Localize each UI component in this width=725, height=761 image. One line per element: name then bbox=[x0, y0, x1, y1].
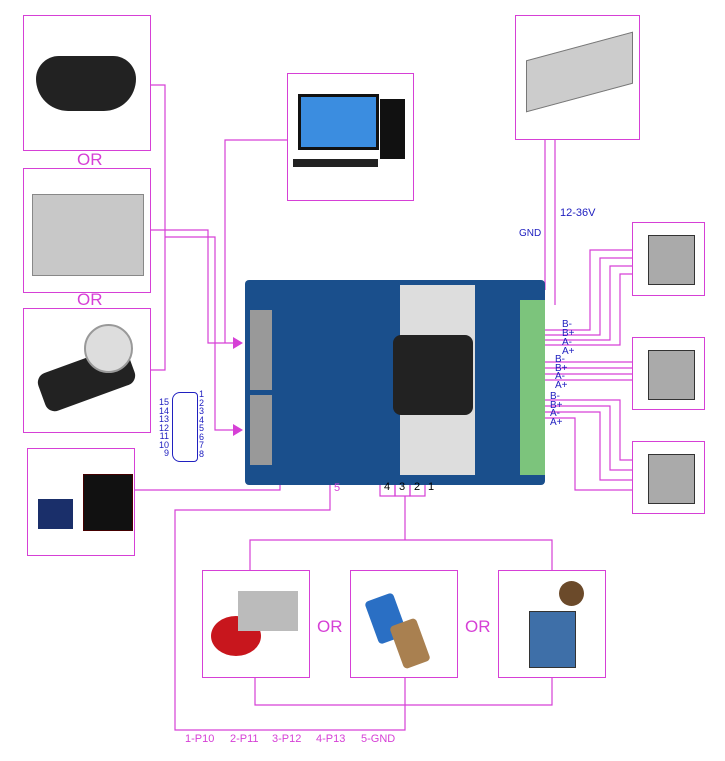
terminal-label: A+ bbox=[562, 346, 575, 357]
pin-number: 6 bbox=[199, 431, 205, 442]
motor-box-1 bbox=[632, 222, 705, 296]
controller-board bbox=[245, 280, 545, 485]
pin-number: 4 bbox=[384, 481, 391, 493]
terminal-label: A- bbox=[555, 371, 565, 382]
or-label: OR bbox=[317, 617, 343, 636]
legend-item: 1-P10 bbox=[185, 733, 215, 745]
pin-number: 12 bbox=[158, 422, 169, 433]
pendant-box bbox=[23, 168, 151, 293]
keypad-pendant-icon bbox=[32, 194, 144, 276]
stepper-motor-icon bbox=[648, 454, 695, 504]
terminal-label: A+ bbox=[555, 379, 568, 391]
pin-number: 4 bbox=[199, 414, 205, 425]
limit-switch-icon bbox=[529, 611, 576, 668]
motor-box-3 bbox=[632, 441, 705, 514]
proximity-sensor-icon bbox=[389, 617, 431, 670]
power-supply-icon bbox=[526, 31, 633, 113]
pin-number: 3 bbox=[399, 481, 406, 493]
terminal-label: A+ bbox=[550, 416, 563, 428]
handwheel-knob-icon bbox=[84, 324, 133, 373]
display-box bbox=[27, 448, 135, 556]
proximity-box bbox=[350, 570, 458, 678]
terminal-label: B- bbox=[555, 354, 565, 365]
legend-item: 5-GND bbox=[361, 733, 396, 745]
pin-number: 15 bbox=[158, 397, 169, 407]
pin-number: 3 bbox=[199, 406, 205, 416]
gamepad-icon bbox=[36, 56, 136, 111]
estop-box bbox=[202, 570, 310, 678]
terminal-label: B- bbox=[562, 319, 572, 330]
stepper-motor-icon bbox=[648, 235, 695, 285]
pin-number: 11 bbox=[159, 431, 169, 441]
pin-number: 13 bbox=[158, 414, 169, 424]
or-label: OR bbox=[77, 150, 103, 169]
or-label: OR bbox=[465, 617, 491, 636]
terminal-label: A- bbox=[562, 337, 572, 348]
pin-number: 1 bbox=[199, 389, 205, 399]
db15-pinout: 15 14 13 12 11 10 9 1 2 3 4 5 6 7 8 bbox=[155, 390, 210, 465]
terminal-label: A- bbox=[550, 408, 560, 419]
pin-number: 10 bbox=[158, 439, 169, 450]
pin-number: 5 bbox=[199, 423, 205, 433]
pcb-icon bbox=[38, 499, 73, 529]
monitor-icon bbox=[298, 94, 379, 150]
terminal-block bbox=[520, 300, 545, 475]
pin-number: 1 bbox=[428, 481, 435, 493]
fan-icon bbox=[393, 335, 473, 415]
stepper-motor-icon bbox=[648, 350, 695, 400]
display-module-icon bbox=[83, 474, 133, 531]
pin-number: 14 bbox=[158, 405, 169, 416]
gnd-label: GND bbox=[519, 228, 542, 239]
or-label: OR bbox=[77, 290, 103, 309]
pin-number: 9 bbox=[163, 448, 169, 458]
legend-item: 4-P13 bbox=[316, 733, 346, 745]
db15-shell-icon bbox=[172, 392, 198, 462]
pin-number: 7 bbox=[199, 440, 205, 450]
pc-tower-icon bbox=[380, 99, 405, 159]
switch-body-icon bbox=[238, 591, 298, 631]
motor-box-2 bbox=[632, 337, 705, 410]
db15-connector bbox=[250, 395, 272, 465]
computer-box bbox=[287, 73, 414, 201]
roller-icon bbox=[559, 581, 584, 606]
gamepad-box bbox=[23, 15, 151, 151]
limit-switch-box bbox=[498, 570, 606, 678]
legend-item: 3-P12 bbox=[272, 733, 302, 745]
terminal-label: B+ bbox=[562, 328, 575, 339]
legend-item: 2-P11 bbox=[230, 733, 259, 745]
mpg-box bbox=[23, 308, 151, 433]
pin-number: 2 bbox=[414, 481, 421, 493]
terminal-label: B+ bbox=[550, 399, 563, 411]
voltage-label: 12-36V bbox=[560, 207, 596, 219]
terminal-label: B- bbox=[550, 391, 560, 402]
keyboard-icon bbox=[293, 159, 378, 167]
pin-number: 2 bbox=[199, 397, 205, 408]
pin-number: 8 bbox=[199, 448, 205, 459]
terminal-label: B+ bbox=[555, 362, 568, 374]
ground-pin-number: 5 bbox=[334, 482, 341, 494]
power-supply-box bbox=[515, 15, 640, 140]
db25-connector bbox=[250, 310, 272, 390]
